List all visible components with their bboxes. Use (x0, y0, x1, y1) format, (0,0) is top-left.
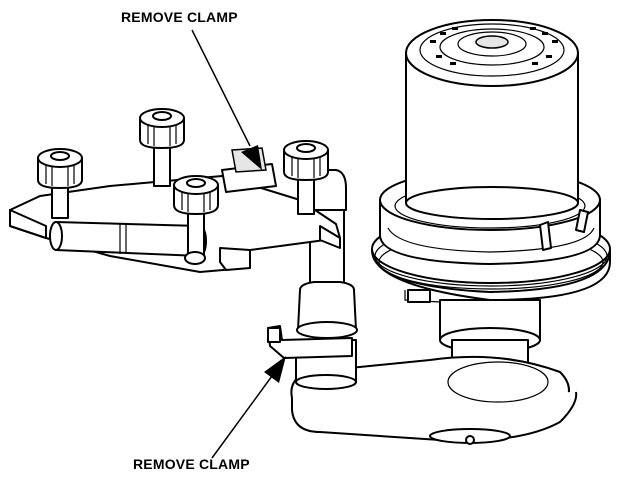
leader-arrow-bottom (211, 356, 286, 459)
knob-front-left (37, 148, 83, 189)
leader-arrow-top (191, 29, 262, 170)
knob-front-center (173, 175, 219, 215)
motor-canister-unit (371, 19, 611, 379)
support-post (267, 169, 358, 390)
bracket-assembly (9, 143, 341, 273)
knob-back-left (139, 108, 185, 149)
knob-right (283, 140, 329, 181)
remove-clamp-callout-top: REMOVE CLAMP (121, 9, 238, 25)
remove-clamp-callout-bottom: REMOVE CLAMP (133, 456, 250, 472)
